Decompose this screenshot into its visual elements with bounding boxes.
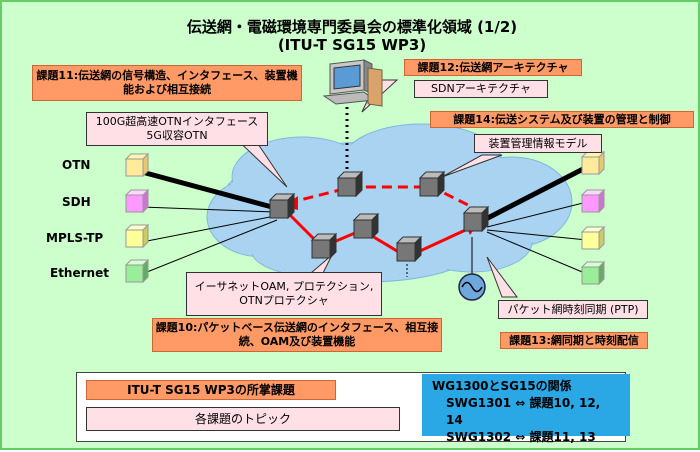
relation-title: WG1300とSG15の関係 — [432, 379, 572, 393]
client-label-ethernet: Ethernet — [50, 266, 109, 280]
ptp-callout: パケット網時刻同期 (PTP) — [498, 300, 648, 319]
sdn-architecture-callout: SDNアーキテクチャ — [414, 80, 548, 98]
legend-topic-swatch: 各課題のトピック — [86, 407, 400, 431]
node-top-center — [336, 170, 364, 198]
sdh-client-cube — [124, 188, 150, 214]
client-cubes-right — [580, 150, 606, 286]
title-line-2: (ITU-T SG15 WP3) — [277, 36, 427, 54]
topic-13-box: 課題13:網同期と時刻配信 — [500, 332, 648, 349]
right-mplstp-client-cube — [580, 225, 606, 251]
client-label-otn: OTN — [62, 158, 91, 172]
right-client-link — [478, 164, 589, 225]
right-ethernet-client-cube — [580, 260, 606, 286]
clock-source-icon — [458, 273, 486, 301]
client-label-mplstp: MPLS-TP — [46, 231, 104, 245]
legend-task-swatch: ITU-T SG15 WP3の所掌課題 — [86, 380, 336, 400]
ethernet-oam-callout: イーサネットOAM, プロテクション, OTNプロテクシャ — [186, 272, 382, 316]
otn-client-cube — [124, 152, 150, 178]
mgmt-model-callout: 装置管理情報モデル — [474, 134, 602, 153]
relation-line-1: SWG1301 ⇔ 課題10, 12, 14 — [446, 396, 601, 427]
title-line-1: 伝送網・電磁環境専門委員会の標準化領域 (1/2) — [186, 18, 518, 36]
right-otn-client-cube — [580, 150, 606, 176]
node-right — [462, 205, 490, 233]
topic-11-box: 課題11:伝送網の信号構造、インタフェース、装置機能および相互接続 — [32, 65, 302, 101]
topic-14-box: 課題14:伝送システム及び装置の管理と制御 — [430, 111, 694, 128]
otn-100g-callout: 100G超高速OTNインタフェース 5G収容OTN — [86, 112, 268, 146]
topic-12-box: 課題12:伝送網アーキテクチャ — [404, 59, 582, 76]
wg-sg-relation-panel: WG1300とSG15の関係 SWG1301 ⇔ 課題10, 12, 14 SW… — [422, 374, 630, 444]
mplstp-client-cube — [124, 223, 150, 249]
protection-path — [291, 185, 483, 214]
node-bottom-left — [310, 232, 338, 260]
sdn-controller-icon — [322, 59, 383, 107]
client-cubes-left — [124, 152, 150, 284]
network-nodes — [268, 170, 490, 263]
client-links — [141, 201, 588, 277]
node-bottom-center — [395, 235, 423, 263]
node-center — [352, 212, 380, 240]
topic-10-box: 課題10:パケットベース伝送網のインタフェース、相互接続、OAM及び装置機能 — [152, 318, 442, 352]
right-sdh-client-cube — [580, 188, 606, 214]
relation-line-2: SWG1302 ⇔ 課題11, 13 — [446, 430, 596, 444]
client-label-sdh: SDH — [62, 195, 91, 209]
node-left — [268, 192, 296, 220]
ethernet-client-cube — [124, 258, 150, 284]
node-top-right — [418, 170, 446, 198]
otn-link — [141, 169, 273, 210]
